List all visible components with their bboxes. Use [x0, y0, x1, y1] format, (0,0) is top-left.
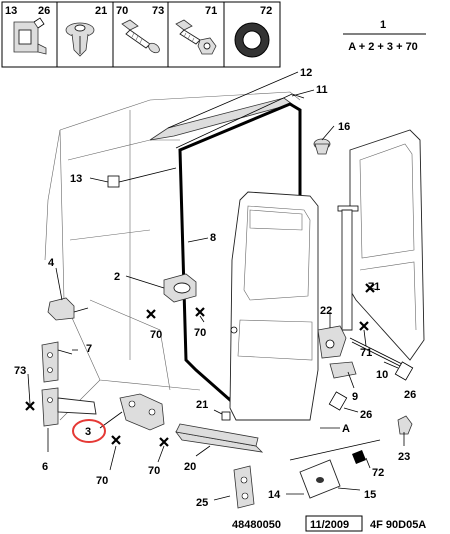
hinge-2-part [163, 273, 197, 303]
callout-22: 22 [320, 305, 332, 317]
callout-10: 10 [376, 369, 388, 381]
header-label-13: 13 [5, 5, 17, 17]
rivet-21-part [221, 411, 231, 421]
callout-71-lower: 71 [360, 347, 372, 359]
callout-71-upper: 71 [368, 281, 380, 293]
callout-72: 72 [372, 467, 384, 479]
bolt-with-washer-icon [121, 19, 160, 54]
highlighted-callout-3: 3 [72, 419, 106, 443]
assembly-formula: 1 A + 2 + 3 + 70 [343, 19, 426, 53]
check-strap-6-part [41, 387, 97, 427]
callout-13: 13 [70, 173, 82, 185]
callout-73: 73 [14, 365, 26, 377]
right-door-panel [337, 129, 425, 361]
footer-part-number: 48480050 [232, 519, 281, 531]
callout-21: 21 [196, 399, 208, 411]
callout-6: 6 [42, 461, 48, 473]
header-label-70: 70 [116, 5, 128, 17]
callout-15: 15 [364, 489, 376, 501]
clip-fastener-icon [13, 17, 47, 55]
footer-reference: 48480050 11/2009 4F 90D05A [232, 515, 426, 532]
callouts: 12 11 16 13 8 4 2 70 71 22 9 71 10 26 7 … [14, 67, 416, 509]
hinge-7-part [41, 341, 73, 383]
callout-12: 12 [300, 67, 312, 79]
lock-22-part [317, 325, 347, 359]
push-rivet-icon [65, 22, 95, 57]
callout-20: 20 [184, 461, 196, 473]
link-rod-10-part [349, 337, 405, 369]
screw-and-nut-icon [175, 19, 217, 55]
callout-23: 23 [398, 451, 410, 463]
plug-16-part [313, 138, 331, 155]
screw-markers [25, 283, 375, 447]
callout-16: 16 [338, 121, 350, 133]
header-label-21: 21 [95, 5, 107, 17]
callout-8: 8 [210, 232, 216, 244]
pad-14-part [289, 439, 381, 499]
grommet-icon [234, 22, 270, 58]
header-label-73: 73 [152, 5, 164, 17]
callout-11: 11 [316, 84, 328, 96]
footer-code: 4F 90D05A [370, 519, 426, 531]
footer-date: 11/2009 [310, 519, 349, 531]
left-door-panel [175, 191, 319, 453]
formula-key: 1 [380, 19, 386, 31]
callout-70-hinge: 70 [194, 327, 206, 339]
callout-26-lower: 26 [360, 409, 372, 421]
callout-7: 7 [86, 343, 92, 355]
clip-4-part [47, 297, 89, 321]
clip-26-part [328, 361, 414, 411]
bracket-9-part [329, 361, 357, 379]
clip-23-part [397, 415, 413, 435]
callout-25: 25 [196, 497, 208, 509]
leader-lines [27, 71, 405, 501]
grommet-72-part [352, 450, 366, 464]
callout-70-lower-right: 70 [148, 465, 160, 477]
callout-14: 14 [268, 489, 281, 501]
header-label-26: 26 [38, 5, 50, 17]
callout-A: A [342, 423, 350, 435]
callout-70-lower-left: 70 [96, 475, 108, 487]
header-label-71: 71 [205, 5, 217, 17]
header-parts-strip: 13 26 21 70 73 71 [1, 1, 281, 68]
hinge-3-part [119, 393, 165, 431]
callout-9: 9 [352, 391, 358, 403]
callout-26-right: 26 [404, 389, 416, 401]
plate-25-part [233, 465, 255, 509]
callout-3: 3 [85, 426, 91, 438]
callout-2: 2 [114, 271, 120, 283]
callout-70-left: 70 [150, 329, 162, 341]
header-label-72: 72 [260, 5, 272, 17]
callout-4: 4 [48, 257, 55, 269]
formula-expression: A + 2 + 3 + 70 [348, 41, 418, 53]
